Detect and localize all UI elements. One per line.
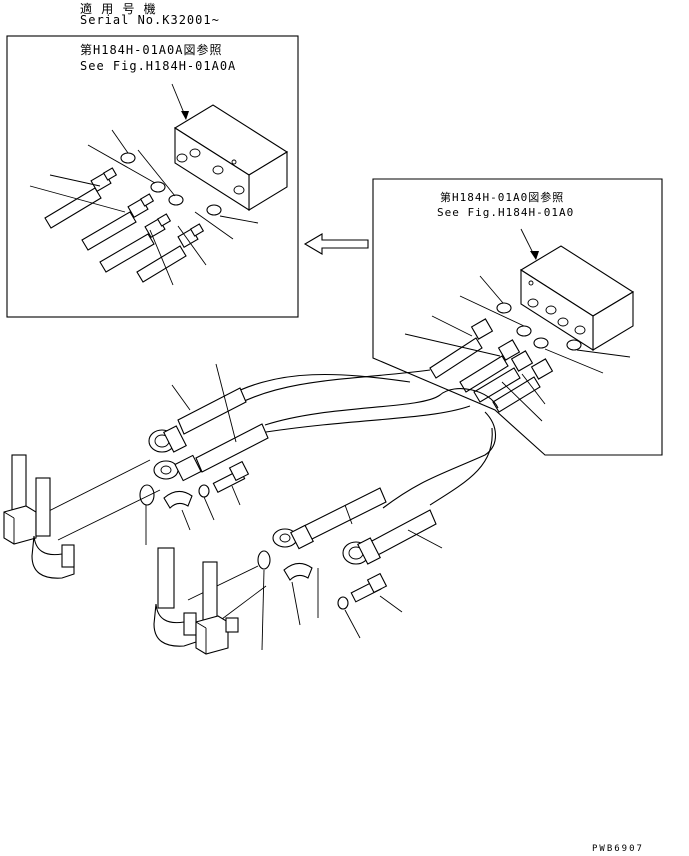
valve-block-a	[173, 104, 289, 212]
valve-block-b	[519, 245, 635, 352]
drawing-number: PWB6907	[592, 844, 644, 854]
leaders-b	[404, 275, 631, 422]
serial-number-label: Serial No.K32001~	[80, 13, 220, 27]
detail-b-reference-en: See Fig.H184H-01A0	[437, 206, 575, 219]
hoses-b	[429, 318, 554, 413]
detail-direction-arrow	[303, 233, 369, 255]
hose-assembly-left	[139, 387, 269, 509]
applicable-machine-label: 適 用 号 機	[80, 2, 157, 16]
detail-a-reference-en: See Fig.H184H-01A0A	[80, 59, 237, 73]
leaders-right	[187, 504, 443, 651]
detail-b-ref-arrowhead	[530, 251, 539, 260]
detail-b-frame	[372, 178, 663, 456]
detail-a-ref-arrowhead	[181, 111, 189, 120]
pipe-elbows-left	[3, 454, 75, 579]
leaders-a	[29, 129, 259, 286]
hoses-a	[44, 167, 205, 283]
o-rings-a	[120, 152, 222, 216]
detail-b-reference-jp: 第H184H-01A0図参照	[440, 191, 565, 204]
hose-assembly-right	[257, 487, 437, 610]
detail-a-reference-jp: 第H184H-01A0A図参照	[80, 43, 223, 57]
detail-a-frame	[6, 35, 299, 318]
leaders-left	[34, 363, 241, 545]
main-hose-lines	[227, 369, 499, 509]
pipe-elbows-right	[153, 547, 239, 655]
